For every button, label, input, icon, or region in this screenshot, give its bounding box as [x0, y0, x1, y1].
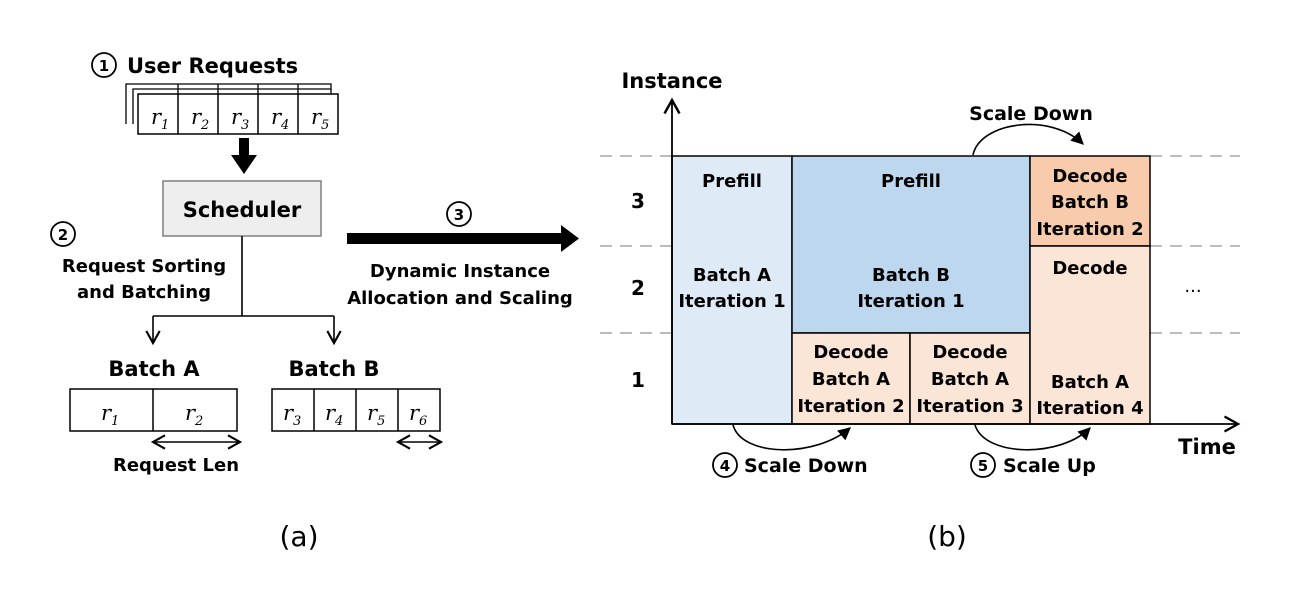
caption-a: (a) — [279, 520, 318, 553]
transition-label-line1: Dynamic Instance — [370, 261, 550, 282]
scale-down-bottom-arrow — [732, 424, 851, 451]
to-scheduler-arrow — [231, 138, 257, 174]
scale-up-arrow — [974, 424, 1091, 451]
scale-down-bottom-label: Scale Down — [744, 455, 868, 477]
svg-text:2: 2 — [58, 226, 68, 244]
svg-text:3: 3 — [454, 206, 464, 224]
instance-label-1: 1 — [631, 368, 645, 392]
request-cell: r2 — [185, 401, 203, 429]
request-queue-stack — [125, 83, 332, 124]
instance-label-2: 2 — [631, 276, 645, 300]
panel-b: Prefill Batch A Iteration 1 Prefill Batc… — [600, 69, 1241, 553]
scheduler-box: Scheduler — [162, 180, 322, 237]
request-cell: r1 — [101, 401, 119, 429]
block-decode-a-iteration-2: Decode Batch A Iteration 2 — [791, 332, 911, 425]
ellipsis: ... — [1184, 276, 1201, 297]
step-2-marker: 2 — [50, 221, 76, 247]
request-cell: r1 — [151, 105, 169, 133]
scale-down-top-arrow — [972, 123, 1084, 156]
instance-label-3: 3 — [631, 189, 645, 213]
request-cell: r4 — [325, 401, 343, 429]
request-cell: r2 — [191, 105, 209, 133]
user-request-cells: r1 r2 r3 r4 r5 — [137, 93, 339, 135]
panel-a: 1 User Requests r1 r2 r3 r4 r5 — [50, 52, 444, 553]
svg-text:Decode: Decode — [1052, 166, 1127, 187]
svg-text:Iteration 2: Iteration 2 — [1036, 219, 1143, 240]
transition-arrow-group: 3 Dynamic Instance Allocation and Scalin… — [347, 201, 579, 309]
instance-gridlines — [600, 155, 1240, 334]
request-cell: r5 — [311, 105, 329, 133]
batch-b-title: Batch B — [289, 357, 380, 381]
sorting-label-line2: and Batching — [77, 282, 211, 303]
block-decode-a-iteration-3: Decode Batch A Iteration 3 — [909, 332, 1031, 425]
request-cell: r3 — [231, 105, 249, 133]
svg-text:Decode: Decode — [932, 342, 1007, 363]
svg-text:Batch A: Batch A — [693, 265, 771, 286]
batch-b-cells: r3 r4 r5 r6 — [271, 388, 441, 432]
svg-text:Batch A: Batch A — [1051, 372, 1129, 393]
y-axis-label: Instance — [621, 69, 722, 93]
scale-up-label: Scale Up — [1003, 455, 1096, 477]
x-axis-label: Time — [1178, 435, 1236, 459]
svg-text:Decode: Decode — [1052, 258, 1127, 279]
block-decode-b-iteration-2: Decode Batch B Iteration 2 — [1029, 155, 1151, 247]
svg-text:5: 5 — [978, 457, 988, 475]
request-len-label: Request Len — [113, 455, 239, 476]
step-1-marker: 1 — [91, 52, 117, 78]
svg-text:Iteration 1: Iteration 1 — [857, 291, 964, 312]
transition-label-line2: Allocation and Scaling — [347, 288, 573, 309]
svg-text:1: 1 — [99, 57, 109, 75]
svg-text:Iteration 2: Iteration 2 — [797, 396, 904, 417]
request-cell: r5 — [367, 401, 385, 429]
transition-arrow-shaft — [347, 233, 563, 244]
svg-text:Batch A: Batch A — [931, 369, 1009, 390]
svg-text:Prefill: Prefill — [881, 171, 941, 192]
request-cell: r6 — [409, 401, 427, 429]
caption-b: (b) — [927, 520, 967, 553]
step-4-marker: 4 — [712, 452, 738, 478]
svg-text:Iteration 4: Iteration 4 — [1036, 398, 1143, 419]
step-3-marker: 3 — [446, 201, 472, 227]
request-cell: r3 — [283, 401, 301, 429]
batch-a-title: Batch A — [108, 357, 200, 381]
batch-a-cells: r1 r2 — [69, 388, 238, 432]
batch-split-connector — [145, 236, 342, 346]
svg-text:4: 4 — [720, 457, 730, 475]
svg-text:Prefill: Prefill — [702, 171, 762, 192]
svg-text:Batch B: Batch B — [872, 265, 950, 286]
block-batch-a-prefill: Prefill Batch A Iteration 1 — [671, 155, 793, 425]
block-decode-a-iteration-4: Decode Batch A Iteration 4 — [1029, 245, 1151, 425]
scale-down-top-label: Scale Down — [969, 103, 1093, 125]
scheduler-label: Scheduler — [183, 198, 302, 222]
svg-text:Batch B: Batch B — [1051, 192, 1129, 213]
transition-arrow-head — [561, 225, 579, 252]
svg-text:Batch A: Batch A — [812, 369, 890, 390]
user-requests-title: User Requests — [127, 54, 298, 78]
svg-text:Iteration 1: Iteration 1 — [678, 291, 785, 312]
svg-text:Decode: Decode — [813, 342, 888, 363]
request-cell: r4 — [271, 105, 289, 133]
svg-text:Iteration 3: Iteration 3 — [916, 396, 1023, 417]
step-5-marker: 5 — [970, 452, 996, 478]
sorting-label-line1: Request Sorting — [62, 256, 226, 277]
block-batch-b-prefill: Prefill Batch B Iteration 1 — [791, 155, 1031, 334]
